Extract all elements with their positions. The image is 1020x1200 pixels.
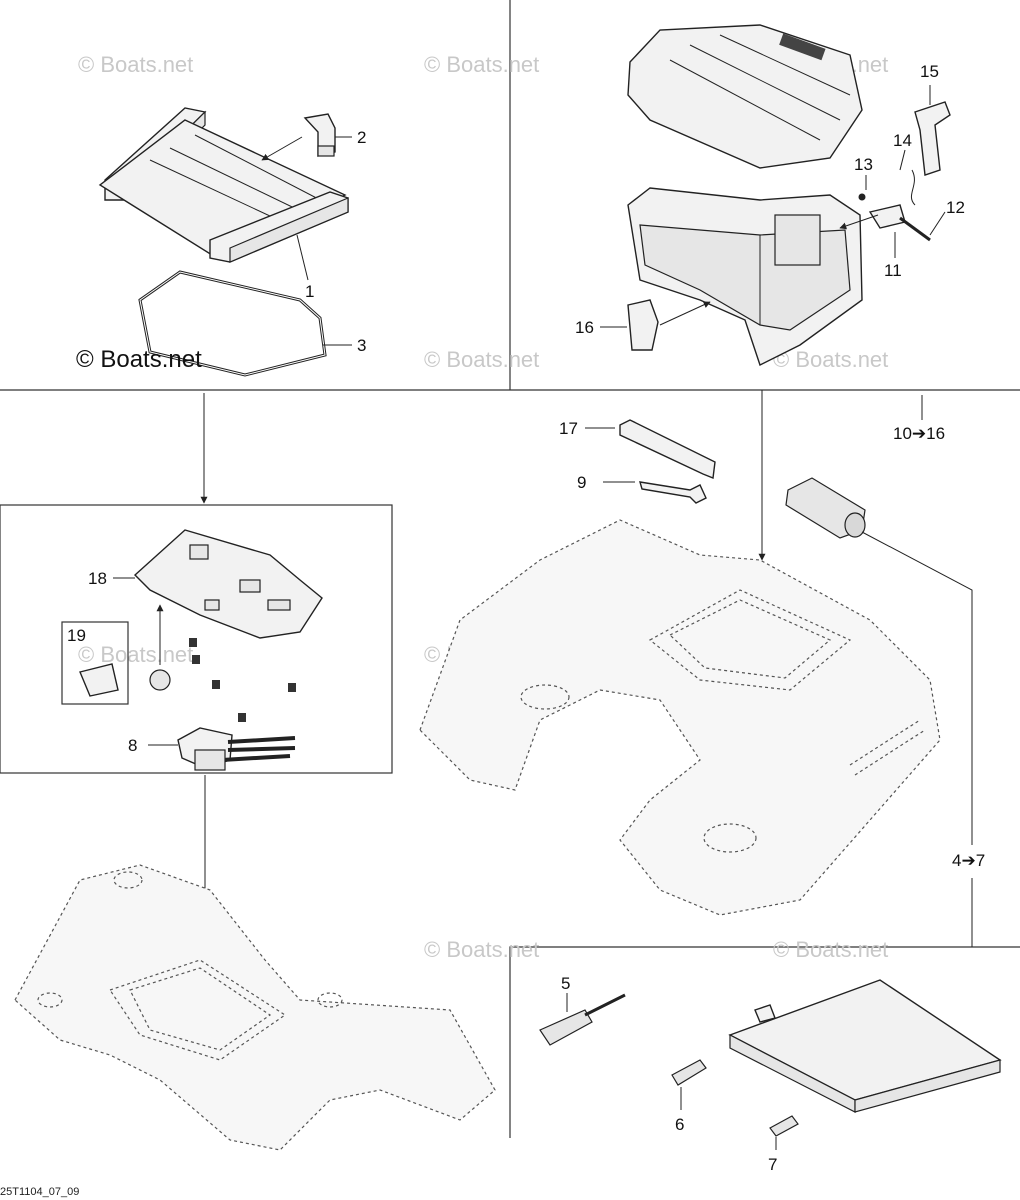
callout-1: 1 [305, 282, 314, 301]
rack-part [98, 107, 349, 263]
callout-range-10-16: 10➔16 [893, 424, 945, 443]
callout-9: 9 [577, 473, 586, 492]
harness-part-8 [177, 727, 296, 771]
wrench-part-9 [639, 481, 707, 504]
callout-16: 16 [575, 318, 594, 337]
watermark: © Boats.net [424, 937, 539, 962]
watermark: © Boats.net [78, 52, 193, 77]
callout-7: 7 [768, 1155, 777, 1174]
latch-part [858, 101, 951, 242]
callout-19: 19 [67, 626, 86, 645]
callout-8: 8 [128, 736, 137, 755]
callout-17: 17 [559, 419, 578, 438]
watermark: © Boats.net [424, 52, 539, 77]
callout-13: 13 [854, 155, 873, 174]
callout-3: 3 [357, 336, 366, 355]
callout-18: 18 [88, 569, 107, 588]
watermark: © Boats.net [773, 347, 888, 372]
tool-part-7 [769, 1115, 799, 1137]
callout-14: 14 [893, 131, 912, 150]
clip-group [149, 638, 296, 722]
seal-part [138, 270, 327, 377]
tool-part-5 [539, 993, 626, 1046]
bag-part [785, 477, 866, 539]
callout-2: 2 [357, 128, 366, 147]
callout-15: 15 [920, 62, 939, 81]
callout-range-4-7: 4➔7 [952, 851, 985, 870]
drawing-code: 25T1104_07_09 [0, 1186, 79, 1198]
callout-6: 6 [675, 1115, 684, 1134]
tool-part-6 [671, 1059, 707, 1086]
watermark: © Boats.net [773, 937, 888, 962]
section-frames [0, 0, 1020, 1138]
watermark: © Boats.net [424, 347, 539, 372]
storage-tub-part [627, 187, 863, 366]
panel-part-18 [133, 529, 323, 639]
rear-fender-part [419, 519, 941, 916]
bar-part-17 [619, 419, 716, 479]
storage-lid-part [627, 24, 863, 169]
clip-part-19 [79, 663, 119, 697]
watermark: © Boats.net [78, 642, 193, 667]
callout-5: 5 [561, 974, 570, 993]
callout-11: 11 [884, 261, 902, 280]
manual-part [728, 979, 1002, 1113]
bracket-part [303, 113, 336, 157]
brand-label: © Boats.net [76, 346, 202, 373]
callout-12: 12 [946, 198, 965, 217]
clip-part-16 [627, 299, 659, 351]
front-fender-part [14, 864, 496, 1151]
